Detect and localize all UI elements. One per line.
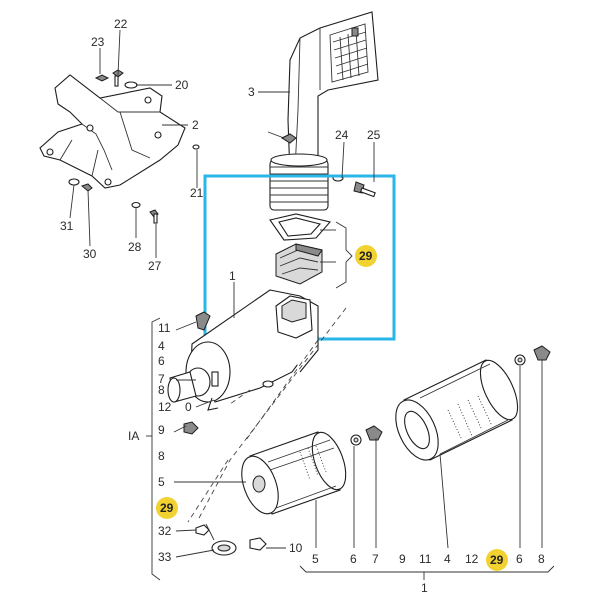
leader-lines [69, 29, 555, 581]
part-labels: 22 23 20 2 21 3 24 25 31 30 28 27 1 29 1… [60, 17, 545, 595]
corrugated-hose [269, 153, 329, 211]
label-32: 32 [158, 524, 172, 538]
label-25: 25 [367, 128, 381, 142]
inner-filter [241, 431, 347, 515]
label-4: 4 [158, 339, 165, 353]
label-27: 27 [148, 259, 162, 273]
intake-duct [269, 11, 379, 211]
label-8-left-2: 8 [158, 449, 165, 463]
label-12-bottom: 12 [465, 552, 479, 566]
label-4-bottom: 4 [444, 552, 451, 566]
label-11-bottom: 11 [419, 552, 432, 566]
label-IA: IA [128, 429, 139, 443]
housing-inlet [275, 295, 313, 339]
label-7-left: 7 [158, 372, 165, 386]
label-33: 33 [158, 550, 172, 564]
gasket [275, 243, 323, 285]
label-30: 30 [83, 247, 97, 261]
small-parts [195, 345, 551, 556]
duct-grille [329, 23, 369, 83]
label-22: 22 [114, 17, 128, 31]
label-1-bottom: 1 [421, 581, 428, 595]
label-23: 23 [91, 35, 105, 49]
label-9-left: 9 [158, 423, 165, 437]
air-cleaner-housing [167, 289, 319, 435]
mounting-bracket [39, 74, 186, 189]
label-12-left: 12 [158, 400, 172, 414]
label-3: 3 [248, 85, 255, 99]
badge-29-top-label: 29 [359, 249, 373, 263]
badge-29-bottom [486, 549, 508, 571]
label-20: 20 [175, 78, 189, 92]
label-10: 10 [289, 541, 303, 555]
label-8-right: 8 [538, 552, 545, 566]
label-24: 24 [335, 128, 349, 142]
label-5-left: 5 [158, 475, 165, 489]
label-9-bottom: 9 [399, 552, 406, 566]
label-1-top: 1 [229, 269, 236, 283]
label-0: 0 [185, 400, 192, 414]
badge-29-left-label: 29 [160, 501, 174, 515]
label-6-right: 6 [516, 552, 523, 566]
label-6-bottom: 6 [350, 552, 357, 566]
label-21: 21 [190, 186, 204, 200]
label-28: 28 [128, 240, 142, 254]
label-6-left: 6 [158, 354, 165, 368]
label-11-left: 11 [158, 321, 171, 335]
label-7-bottom: 7 [372, 552, 379, 566]
seal-group [269, 213, 332, 285]
bracket-fasteners [68, 69, 200, 224]
dashed-assembly-lines [187, 307, 347, 523]
label-5-bottom: 5 [312, 552, 319, 566]
badge-29-bottom-label: 29 [490, 553, 504, 567]
outer-filter [395, 359, 519, 461]
badge-29-left [156, 497, 178, 519]
label-8-left: 8 [158, 383, 165, 397]
badge-29-top [355, 245, 377, 267]
label-31: 31 [60, 219, 74, 233]
label-2: 2 [192, 118, 199, 132]
